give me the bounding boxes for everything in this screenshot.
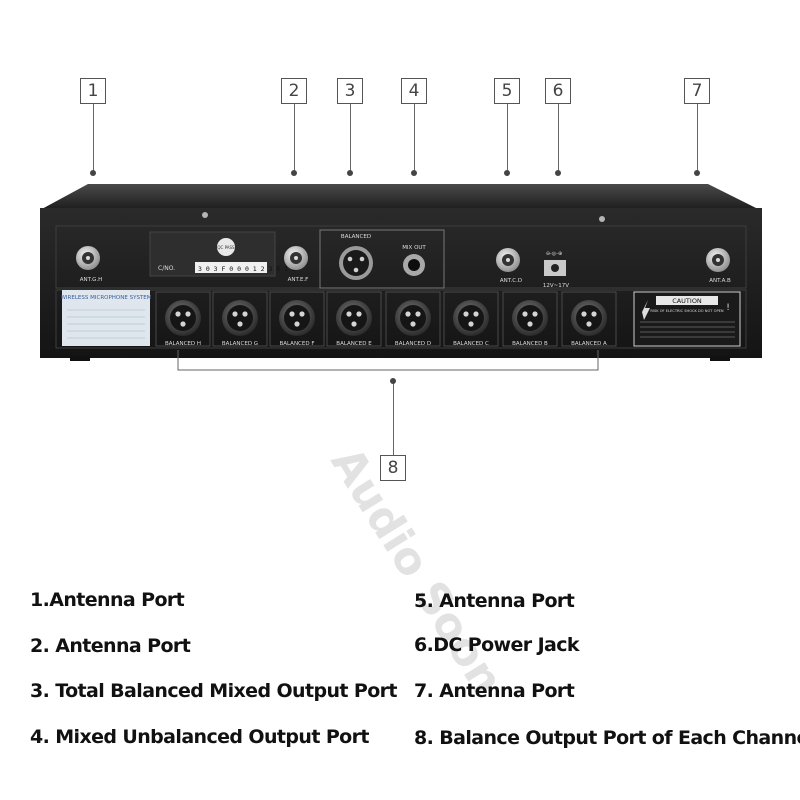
svg-text:⊖-◎-⊕: ⊖-◎-⊕ xyxy=(546,251,562,257)
caution-sticker: CAUTION RISK OF ELECTRIC SHOCK DO NOT OP… xyxy=(633,291,741,347)
channel-label-1: BALANCED H xyxy=(165,341,201,347)
dc-label: 12V~17V xyxy=(543,283,569,289)
channel-output-xlr-3: BALANCED F xyxy=(269,291,325,347)
legend-item-5: 5. Antenna Port xyxy=(414,590,575,612)
callout-3-line xyxy=(350,104,351,172)
dc-power-jack: ⊖-◎-⊕ 12V~17V xyxy=(543,251,569,289)
spec-sticker xyxy=(62,290,150,346)
caution-subtitle: RISK OF ELECTRIC SHOCK DO NOT OPEN xyxy=(650,309,724,313)
callout-7-label: 7 xyxy=(684,78,710,104)
qc-pass-sticker: QC PASS xyxy=(217,245,235,250)
mix-out-label: MIX OUT xyxy=(402,245,426,251)
antenna-ef-label: ANT.E.F xyxy=(288,277,309,283)
antenna-port-gh: ANT.G.H xyxy=(76,246,102,283)
callout-4-line xyxy=(414,104,415,172)
channel-label-4: BALANCED E xyxy=(336,341,372,347)
legend-item-8: 8. Balance Output Port of Each Channel xyxy=(414,727,800,749)
callout-8-label: 8 xyxy=(380,455,406,481)
legend-item-1: 1.Antenna Port xyxy=(30,589,185,611)
chassis-top xyxy=(40,184,760,210)
callout-1-label: 1 xyxy=(80,78,106,104)
channel-output-xlr-5: BALANCED D xyxy=(385,291,441,347)
callout-4-dot xyxy=(411,170,417,176)
callout-6-dot xyxy=(555,170,561,176)
channel-output-bracket xyxy=(177,350,599,371)
caution-title: CAUTION xyxy=(672,297,702,305)
channel-label-2: BALANCED G xyxy=(222,341,258,347)
antenna-cd-label: ANT.C.D xyxy=(500,278,522,284)
callout-5-label: 5 xyxy=(494,78,520,104)
callout-3-dot xyxy=(347,170,353,176)
channel-label-8: BALANCED A xyxy=(571,341,607,347)
callout-6-line xyxy=(558,104,559,172)
channel-label-6: BALANCED C xyxy=(453,341,489,347)
antenna-ab-label: ANT.A.B xyxy=(709,278,731,284)
channel-label-7: BALANCED B xyxy=(512,341,548,347)
callout-1-dot xyxy=(90,170,96,176)
callout-6-label: 6 xyxy=(545,78,571,104)
antenna-port-cd: ANT.C.D xyxy=(496,248,522,284)
callout-5-line xyxy=(507,104,508,172)
legend-item-6: 6.DC Power Jack xyxy=(414,634,580,656)
callout-2-line xyxy=(294,104,295,172)
channel-label-5: BALANCED D xyxy=(395,341,431,347)
legend-item-4: 4. Mixed Unbalanced Output Port xyxy=(30,726,369,748)
channel-output-xlr-2: BALANCED G xyxy=(212,291,268,347)
legend-item-2: 2. Antenna Port xyxy=(30,635,191,657)
watermark-text: Audio Soon xyxy=(321,439,513,704)
antenna-port-ab: ANT.A.B xyxy=(706,248,731,284)
balanced-mix-label: BALANCED xyxy=(341,234,371,240)
serial-number: 3 0 3 F 0 0 0 1 2 3 5 1 3 xyxy=(198,265,296,273)
callout-4-label: 4 xyxy=(401,78,427,104)
callout-8-line xyxy=(393,382,394,455)
callout-5-dot xyxy=(504,170,510,176)
callout-8-dot xyxy=(390,378,396,384)
legend-item-7: 7. Antenna Port xyxy=(414,680,575,702)
callout-7-line xyxy=(697,104,698,172)
callout-2-label: 2 xyxy=(281,78,307,104)
svg-text:!: ! xyxy=(726,303,730,313)
spec-sticker-title: WIRELESS MICROPHONE SYSTEM xyxy=(60,295,151,301)
callout-3-label: 3 xyxy=(337,78,363,104)
callout-2-dot xyxy=(291,170,297,176)
callout-1-line xyxy=(93,104,94,172)
callout-7-dot xyxy=(694,170,700,176)
antenna-port-ef: ANT.E.F xyxy=(284,246,308,283)
channel-output-xlr-4: BALANCED E xyxy=(326,291,382,347)
channel-output-xlr-1: BALANCED H xyxy=(155,291,211,347)
channel-output-xlr-7: BALANCED B xyxy=(502,291,558,347)
legend-item-3: 3. Total Balanced Mixed Output Port xyxy=(30,680,398,702)
channel-output-xlr-8: BALANCED A xyxy=(561,291,617,347)
antenna-gh-label: ANT.G.H xyxy=(80,277,102,283)
channel-output-xlr-6: BALANCED C xyxy=(443,291,499,347)
serial-label: C/NO. xyxy=(158,265,175,272)
channel-label-3: BALANCED F xyxy=(279,341,314,347)
